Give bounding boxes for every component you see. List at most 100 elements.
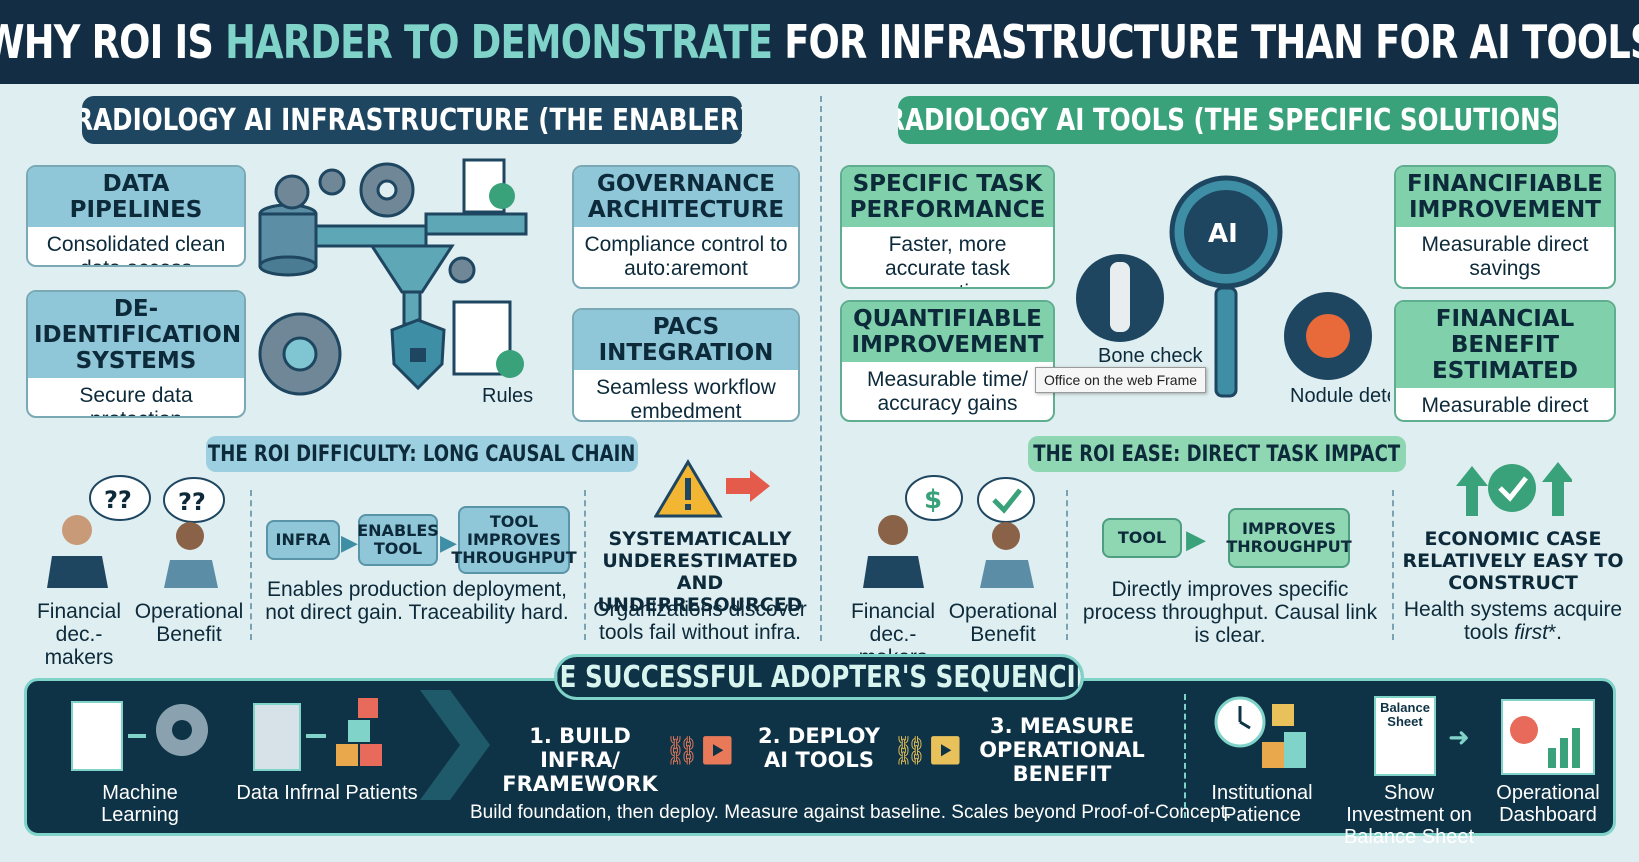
ml-label: Machine Learning (101, 782, 179, 826)
people-illustration-right: $ (863, 475, 1035, 588)
divider (1066, 490, 1068, 640)
chain-explanation: Enables production deployment, not direc… (265, 578, 569, 624)
financial-benefit-card: FINANCIAL BENEFIT ESTIMATED Measurable d… (1394, 300, 1616, 422)
economic-case-text: Health systems acquire tools first*. (1403, 598, 1623, 644)
ml-illustration (71, 701, 208, 771)
operational-person-icon (164, 522, 218, 588)
svg-text:AI: AI (1208, 219, 1238, 249)
quantifiable-card: QUANTIFIABLE IMPROVEMENT Measurable time… (840, 300, 1055, 422)
divider (584, 490, 586, 640)
blocks-icon (1262, 704, 1306, 768)
chevron-icon (420, 690, 490, 800)
warning-text: Organizations discover tools fail withou… (593, 598, 807, 644)
data-pipelines-card: DATA PIPELINES Consolidated clean data a… (26, 165, 246, 267)
de-identification-card: DE-IDENTIFICATION SYSTEMS Secure data pr… (26, 290, 246, 418)
card-heading: DATA PIPELINES (28, 167, 244, 227)
card-heading: FINANCIAL BENEFIT ESTIMATED (1396, 302, 1614, 388)
sequencing-note: Build foundation, then deploy. Measure a… (470, 802, 1232, 823)
card-body: Secure data protection (79, 384, 193, 416)
shield-lock-icon (390, 318, 446, 391)
economic-case-title: ECONOMIC CASE RELATIVELY EASY TO CONSTRU… (1402, 528, 1624, 594)
magnifier-ai-icon: AI (1169, 175, 1283, 398)
svg-text:??: ?? (178, 488, 206, 516)
center-divider (820, 96, 822, 641)
warning-title: SYSTEMATICALLY UNDERESTIMATED AND UNDERR… (597, 528, 803, 616)
dashboard-label: Operational Dashboard (1496, 782, 1600, 826)
growth-check-icon (1456, 462, 1572, 516)
divider (1184, 694, 1186, 818)
clipboard-icon (452, 300, 524, 378)
chain-explanation: Directly improves specific process throu… (1082, 578, 1378, 647)
title-highlight: HARDER TO DEMONSTRATE (224, 15, 773, 69)
page-title-banner: WHY ROI IS HARDER TO DEMONSTRATE FOR INF… (0, 0, 1639, 84)
title-part-1: WHY ROI IS (0, 15, 225, 69)
gear-icon (156, 704, 208, 756)
check-bubble-icon (977, 477, 1035, 523)
card-body: Compliance control to auto:aremont (584, 233, 788, 280)
patience-label: Institutional Patience (1211, 782, 1313, 826)
arrow-icon: ▶ (341, 530, 358, 555)
clock-icon (1214, 696, 1266, 748)
clipboard-icon (253, 703, 301, 771)
dashboard-icon (1501, 699, 1595, 775)
chain-tool: TOOL (1102, 518, 1182, 558)
bone-icon (1076, 254, 1164, 342)
roi-ease-title: THE ROI EASE: DIRECT TASK IMPACT (1028, 436, 1406, 472)
financial-label: Financial dec.-makers (36, 600, 122, 669)
link-arrow-icon: ⛓▶ (892, 735, 964, 766)
card-heading: GOVERNANCE ARCHITECTURE (574, 167, 798, 227)
ai-tools-illustration: AI Bone check Nodule detection (1076, 175, 1390, 407)
divider (1392, 490, 1394, 640)
document-check-icon (462, 158, 515, 214)
card-heading: FINANCIFIABLE IMPROVEMENT (1396, 167, 1614, 227)
financial-person-icon (863, 515, 924, 588)
card-heading: PACS INTEGRATION (574, 310, 798, 370)
operational-label: Operational Benefit (948, 600, 1058, 646)
financifiable-card: FINANCIFIABLE IMPROVEMENT Measurable dir… (1394, 165, 1616, 289)
card-body: Faster, more accurate task execution (885, 233, 1010, 287)
card-body: Measurable time/ accuracy gains (866, 368, 1029, 415)
pipe-icon (314, 212, 528, 326)
rules-label: Rules (482, 385, 533, 407)
card-body: Consolidated clean data access (46, 233, 226, 265)
operational-person-icon (980, 522, 1034, 588)
divider (250, 490, 252, 640)
warning-icon (654, 459, 770, 518)
chain-infra: INFRA (266, 520, 340, 560)
arrow-icon: ▶ (1186, 524, 1206, 554)
financial-person-icon (47, 515, 108, 588)
card-heading: QUANTIFIABLE IMPROVEMENT (842, 302, 1053, 362)
tooltip: Office on the web Frame (1035, 367, 1207, 393)
patience-illustration (1214, 696, 1306, 768)
chain-tool-improves: TOOL IMPROVES THROUGHPUT (451, 506, 577, 574)
nodule-label: Nodule detection (1290, 385, 1390, 407)
arrow-icon: ➜ (1448, 722, 1470, 752)
balance-label: Show Investment on Balance Sheet (1343, 782, 1475, 848)
svg-text:$: $ (924, 485, 942, 515)
arrow-icon: ▶ (440, 530, 457, 555)
people-illustration-left: ?? ?? (47, 475, 225, 588)
card-body: Measurable direct savings (1421, 233, 1589, 280)
infrastructure-section-title: RADIOLOGY AI INFRASTRUCTURE (THE ENABLER… (82, 96, 742, 144)
step-build-infra: 1. BUILD INFRA/ FRAMEWORK (502, 724, 658, 796)
balance-sheet-icon: Balance Sheet (1374, 696, 1436, 776)
sequencing-title: THE SUCCESSFUL ADOPTER'S SEQUENCING (554, 654, 1084, 700)
bone-label: Bone check (1098, 345, 1204, 367)
tools-section-title: RADIOLOGY AI TOOLS (THE SPECIFIC SOLUTIO… (898, 96, 1558, 144)
title-part-3: FOR INFRASTRUCTURE THAN FOR AI TOOLS (771, 15, 1639, 69)
card-body: Seamless workflow embedment (596, 376, 776, 422)
database-icon (258, 203, 318, 277)
svg-text:??: ?? (104, 486, 132, 514)
data-illustration (253, 698, 382, 771)
card-body: Measurable direct savings (1421, 394, 1589, 420)
infrastructure-illustration: Rules (258, 158, 533, 407)
checklist-icon (71, 701, 123, 771)
link-arrow-icon: ⛓▶ (664, 735, 736, 766)
operational-label: Operational Benefit (134, 600, 244, 646)
roi-difficulty-title: THE ROI DIFFICULTY: LONG CAUSAL CHAIN (206, 436, 638, 472)
question-bubble-icon: ?? ?? (89, 475, 225, 523)
dollar-bubble-icon: $ (905, 475, 963, 521)
pacs-integration-card: PACS INTEGRATION Seamless workflow embed… (572, 308, 800, 422)
governance-card: GOVERNANCE ARCHITECTURE Compliance contr… (572, 165, 800, 289)
step-measure: 3. MEASURE OPERATIONAL BENEFIT (979, 714, 1145, 786)
